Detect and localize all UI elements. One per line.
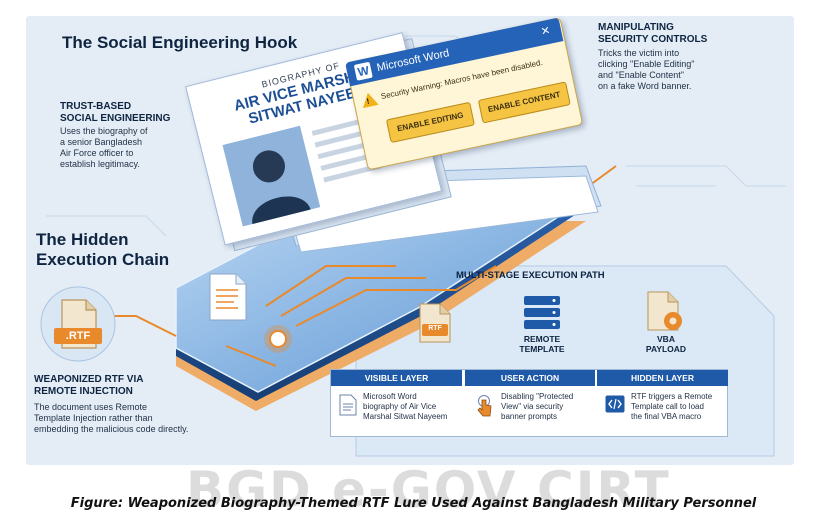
user-action-line3: banner prompts <box>501 412 558 421</box>
platform-document-icon <box>209 273 247 321</box>
vba-payload-label-line1: VBA <box>657 334 675 344</box>
server-icon <box>524 296 560 329</box>
manipulating-heading-line2: SECURITY CONTROLS <box>598 34 708 45</box>
remote-template-label-line2: TEMPLATE <box>519 344 565 354</box>
user-action-cell: Disabling "Protected View" via security … <box>501 392 593 432</box>
word-logo-icon: W <box>353 61 373 81</box>
figure-caption: Figure: Weaponized Biography-Themed RTF … <box>70 496 757 511</box>
hidden-layer-line1: RTF triggers a Remote <box>631 392 713 401</box>
header-hidden-layer: HIDDEN LAYER <box>596 370 728 386</box>
rtf-text-line2: Template Injection rather than <box>34 413 153 423</box>
trust-text-line1: Uses the biography of <box>60 126 148 136</box>
trust-text-line2: a senior Bangladesh <box>60 137 143 147</box>
hidden-layer-cell: RTF triggers a Remote Template call to l… <box>631 392 725 432</box>
visible-layer-line3: Marshal Sitwat Nayeem <box>363 412 448 421</box>
rtf-heading-line1: WEAPONIZED RTF VIA <box>34 374 144 385</box>
vba-payload-label-line2: PAYLOAD <box>645 344 687 354</box>
visible-layer-line2: biography of Air Vice <box>363 402 437 411</box>
rtf-text-line1: The document uses Remote <box>34 402 148 412</box>
stage-rtf-icon <box>419 303 451 343</box>
remote-template-label-line1: REMOTE <box>523 334 561 344</box>
rtf-file-icon <box>40 286 116 362</box>
biography-document: BIOGRAPHY OF AIR VICE MARSHAL SITWAT NAY… <box>185 31 452 252</box>
hook-title: The Social Engineering Hook <box>62 33 298 52</box>
user-action-line2: View" via security <box>501 402 564 411</box>
rtf-file-label: .RTF <box>65 330 91 342</box>
manipulating-block: MANIPULATING SECURITY CONTROLS Tricks th… <box>598 22 758 92</box>
avatar <box>222 125 321 227</box>
execution-path-title: MULTI-STAGE EXECUTION PATH <box>456 270 605 281</box>
hidden-title-line1: The Hidden <box>36 230 129 249</box>
layers-table: VISIBLE LAYER USER ACTION HIDDEN LAYER M… <box>330 369 728 437</box>
manipulating-text-line4: on a fake Word banner. <box>598 81 692 91</box>
header-user-action: USER ACTION <box>464 370 595 386</box>
code-icon <box>605 395 625 413</box>
visible-layer-line1: Microsoft Word <box>363 392 417 401</box>
hidden-title-line2: Execution Chain <box>36 250 170 269</box>
stage-rtf-label: RTF <box>428 325 442 332</box>
user-action-line1: Disabling "Protected <box>501 392 574 401</box>
rtf-block: WEAPONIZED RTF VIA REMOTE INJECTION The … <box>34 374 264 435</box>
header-visible-layer: VISIBLE LAYER <box>331 370 462 386</box>
visible-layer-cell: Microsoft Word biography of Air Vice Mar… <box>363 392 463 432</box>
manipulating-text-line3: and "Enable Content" <box>598 70 684 80</box>
manipulating-text-line1: Tricks the victim into <box>598 48 680 58</box>
background-graphics <box>46 35 786 457</box>
rtf-heading-line2: REMOTE INJECTION <box>34 386 133 397</box>
trust-heading-line1: TRUST-BASED <box>60 101 132 112</box>
rtf-text-line3: embedding the malicious code directly. <box>34 424 189 434</box>
hidden-layer-line3: the final VBA macro <box>631 412 702 421</box>
vba-payload-icon <box>647 291 682 331</box>
trust-text-line4: establish legitimacy. <box>60 159 140 169</box>
manipulating-text-line2: clicking "Enable Editing" <box>598 59 695 69</box>
trust-heading-line2: SOCIAL ENGINEERING <box>60 113 171 124</box>
trust-block: TRUST-BASED SOCIAL ENGINEERING Uses the … <box>60 101 210 170</box>
document-icon <box>339 394 357 416</box>
manipulating-heading-line1: MANIPULATING <box>598 22 674 33</box>
watermark: BGD e-GOV CIRT <box>186 461 671 519</box>
trust-text-line3: Air Force officer to <box>60 148 134 158</box>
hidden-layer-line2: Template call to load <box>631 402 704 411</box>
hand-click-icon <box>477 395 492 417</box>
